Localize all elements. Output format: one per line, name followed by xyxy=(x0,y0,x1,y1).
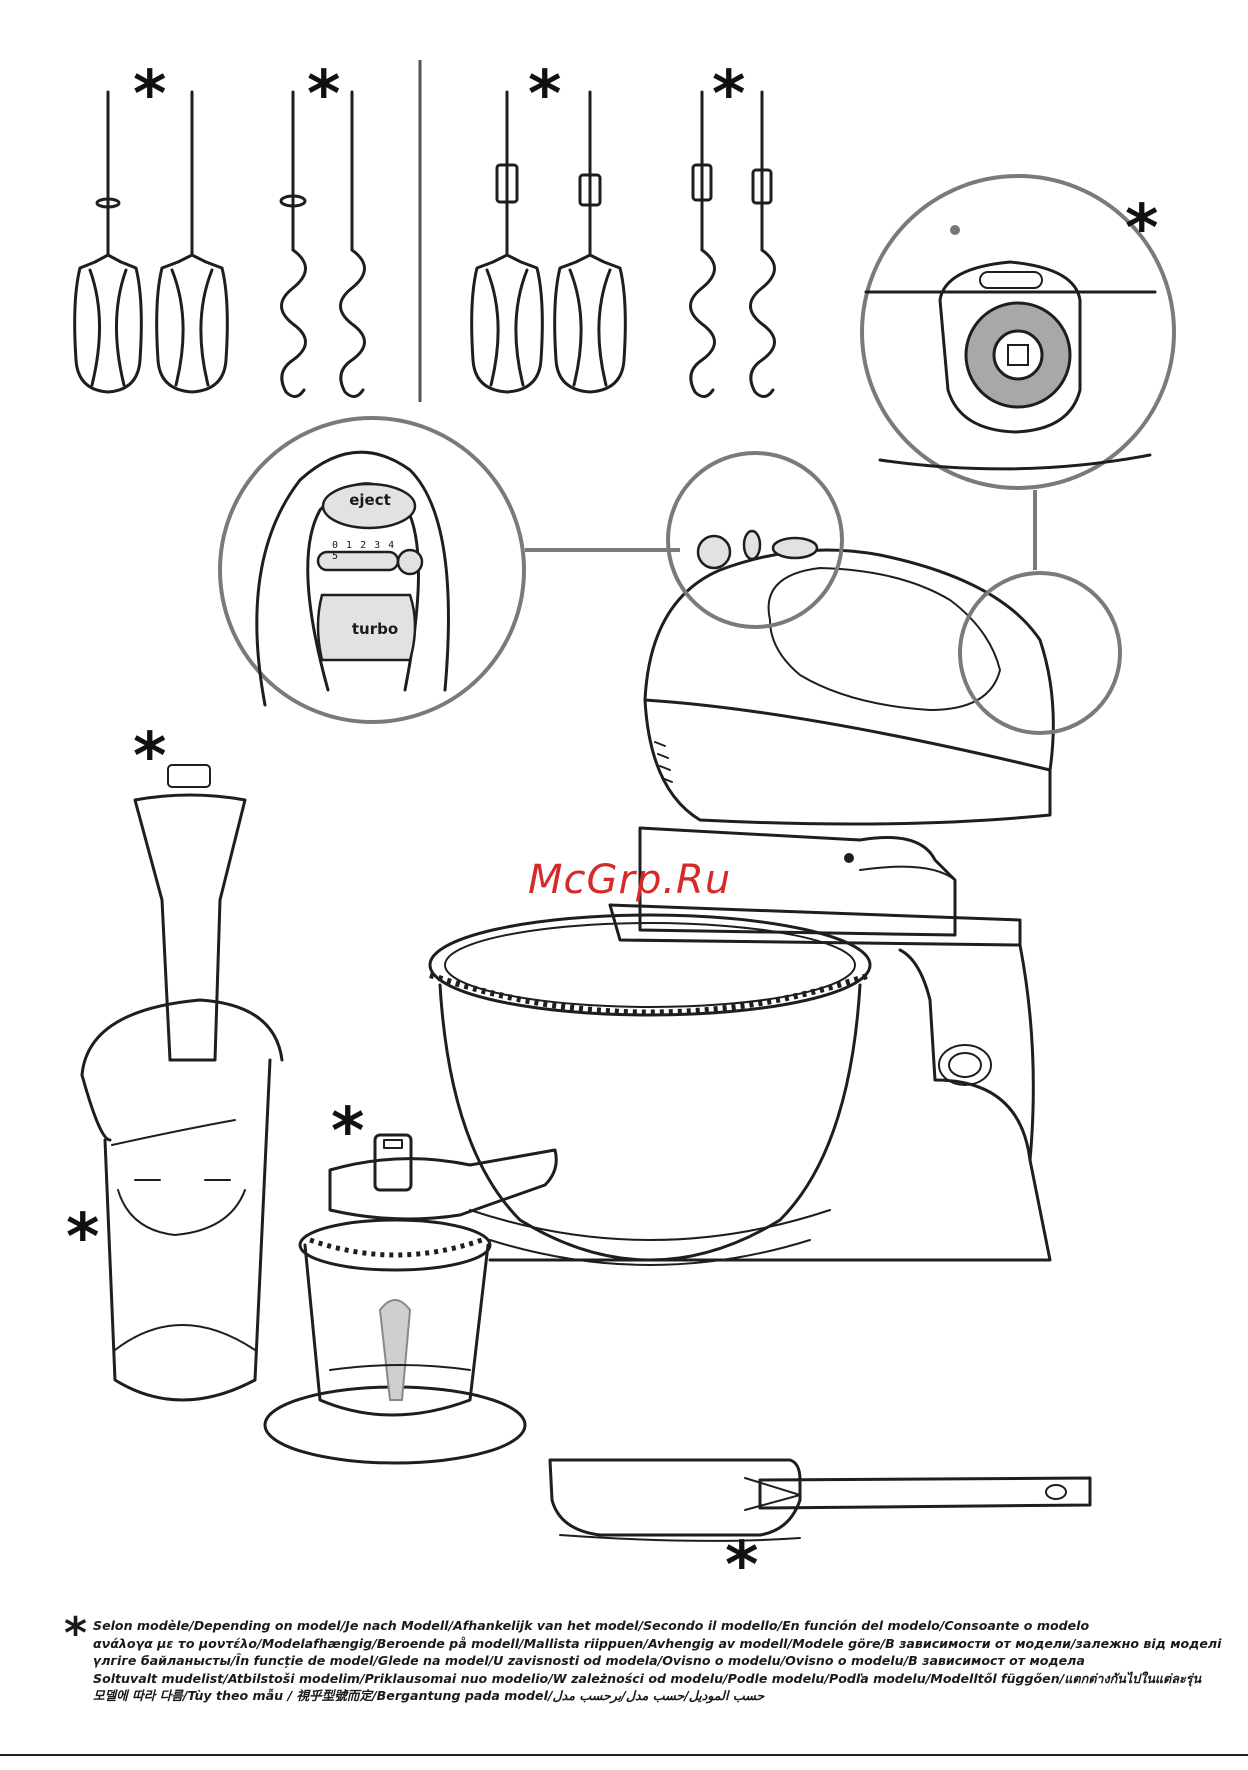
accessories-row xyxy=(73,60,776,402)
footnote-line: үлгіге байланысты/În funcție de model/Gl… xyxy=(93,1653,1085,1668)
model-footnote: Selon modèle/Depending on model/Je nach … xyxy=(93,1617,1222,1705)
bottom-rule xyxy=(0,1754,1248,1756)
footnote-line: 모델에 따라 다름/Tùy theo mẫu / 視乎型號而定/Bergantu… xyxy=(93,1688,765,1703)
optional-mark: * xyxy=(712,58,746,132)
stand-mixer-illustration xyxy=(428,451,1122,1266)
blender-beaker-illustration xyxy=(80,764,284,1402)
optional-mark: * xyxy=(725,1529,759,1603)
controls-zoom-callout xyxy=(218,416,680,724)
eject-label: eject xyxy=(349,491,391,509)
optional-mark: * xyxy=(133,720,167,794)
dough-hook-icon xyxy=(749,90,776,398)
optional-mark: * xyxy=(528,58,562,132)
whisk-beater-icon xyxy=(553,90,627,394)
optional-mark: * xyxy=(1125,192,1159,266)
footnote-mark: * xyxy=(64,1608,88,1659)
dough-hook-icon xyxy=(279,90,307,398)
optional-mark: * xyxy=(66,1201,100,1275)
whisk-beater-icon xyxy=(470,90,544,394)
turbo-label: turbo xyxy=(351,620,399,638)
footnote-line: ανάλογα με το μοντέλο/Modelafhængig/Bero… xyxy=(93,1635,1222,1651)
turbo-button[interactable] xyxy=(316,593,417,662)
footnote-line: Soltuvalt mudelist/Atbilstoši modelim/Pr… xyxy=(93,1670,1202,1686)
optional-mark: * xyxy=(331,1095,365,1169)
eject-button[interactable] xyxy=(321,482,417,530)
socket-zoom-callout xyxy=(860,174,1176,570)
footnote-line: Selon modèle/Depending on model/Je nach … xyxy=(93,1618,1090,1633)
dough-hook-icon xyxy=(339,90,366,398)
optional-mark: * xyxy=(307,58,341,132)
watermark-text: McGrp.Ru xyxy=(528,857,732,903)
chopper-illustration xyxy=(263,1133,558,1465)
whisk-beater-icon xyxy=(73,90,143,394)
optional-mark: * xyxy=(133,58,167,132)
whisk-beater-icon xyxy=(155,90,229,394)
speed-scale-label: 0 1 2 3 4 5 xyxy=(332,540,396,562)
spatula-illustration xyxy=(548,1458,1092,1542)
dough-hook-icon xyxy=(689,90,716,398)
